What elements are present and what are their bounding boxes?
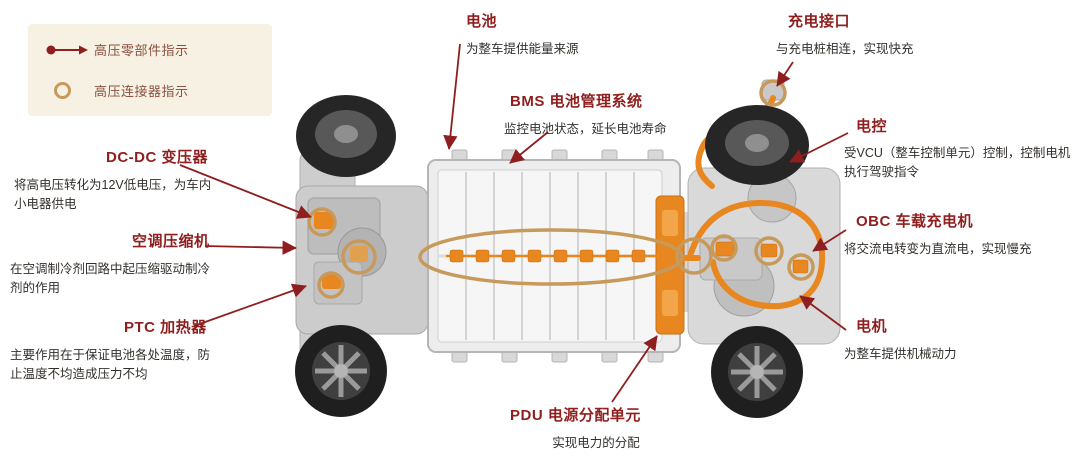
connector-ring [787, 253, 815, 281]
label-motor-title: 电机 [856, 318, 888, 335]
legend-label: 高压连接器指示 [94, 84, 189, 99]
hv-connector-rings [307, 79, 815, 299]
arrow-battery [443, 43, 461, 150]
label-obc-title: OBC 车载充电机 [856, 213, 974, 230]
legend-box: 高压零部件指示 高压连接器指示 [28, 24, 272, 116]
label-ac-compressor-title: 空调压缩机 [132, 233, 210, 250]
label-ac-compressor-desc: 在空调制冷剂回路中起压缩驱动制冷剂的作用 [10, 262, 211, 295]
connector-ring [317, 271, 345, 299]
front-drive-module [295, 185, 429, 335]
legend-item-hv-component: 高压零部件指示 [44, 40, 256, 59]
busbar-highlight-ellipse [418, 228, 684, 286]
arrow-ptc [193, 283, 307, 327]
label-battery-title: 电池 [466, 13, 498, 30]
label-obc: OBC 车载充电机 将交流电转变为直流电，实现慢充 [844, 210, 1074, 259]
label-ecu-title: 电控 [856, 118, 888, 135]
label-bms-desc: 监控电池状态，延长电池寿命 [504, 122, 667, 136]
label-pdu: PDU 电源分配单元 实现电力的分配 [510, 404, 682, 453]
label-ptc: PTC 加热器 主要作用在于保证电池各处温度，防止温度不均造成压力不均 [10, 316, 216, 384]
connector-ring-charge-port [759, 79, 787, 107]
label-battery-desc: 为整车提供能量来源 [466, 42, 579, 56]
label-bms: BMS 电池管理系统 监控电池状态，延长电池寿命 [504, 90, 667, 139]
arrow-ac-compressor [204, 240, 297, 255]
arrow-obc [812, 229, 847, 252]
connector-ring [675, 237, 713, 275]
arrow-charge-port [776, 61, 794, 87]
arrow-pdu [611, 335, 658, 403]
connector-ring [341, 239, 377, 275]
label-obc-desc: 将交流电转变为直流电，实现慢充 [844, 242, 1032, 256]
label-motor-desc: 为整车提供机械动力 [844, 347, 957, 361]
arrow-motor [799, 295, 847, 331]
label-charge-port-desc: 与充电桩相连，实现快充 [776, 42, 914, 56]
label-charge-port: 充电接口 与充电桩相连，实现快充 [776, 10, 914, 59]
wheel-front-top [296, 95, 396, 177]
connector-ring [754, 236, 784, 266]
label-battery: 电池 为整车提供能量来源 [466, 10, 579, 59]
label-ecu: 电控 受VCU（整车控制单元）控制，控制电机执行驾驶指令 [844, 115, 1072, 182]
label-ecu-desc: 受VCU（整车控制单元）控制，控制电机执行驾驶指令 [844, 146, 1071, 179]
label-ac-compressor: 空调压缩机 在空调制冷剂回路中起压缩驱动制冷剂的作用 [10, 230, 216, 298]
connector-ring [307, 207, 337, 237]
wheel-rear-bottom [711, 326, 803, 418]
arrow-dcdc [179, 164, 312, 219]
wheel-rear-top [705, 105, 809, 185]
pointer-arrows [179, 43, 849, 403]
label-dcdc: DC-DC 变压器 将高电压转化为12V低电压，为车内小电器供电 [14, 146, 218, 214]
legend-label: 高压零部件指示 [94, 43, 189, 58]
label-motor: 电机 为整车提供机械动力 [844, 315, 1064, 364]
legend-item-hv-connector: 高压连接器指示 [44, 81, 256, 100]
hv-connector-circle-icon [54, 82, 71, 99]
label-pdu-title: PDU 电源分配单元 [510, 407, 641, 424]
battery-busbar-connectors [446, 249, 658, 263]
pdu-unit [655, 195, 685, 335]
connector-ring [710, 234, 738, 262]
label-pdu-desc: 实现电力的分配 [552, 436, 640, 450]
arrow-ecu [789, 132, 849, 163]
label-ptc-title: PTC 加热器 [124, 319, 207, 336]
label-charge-port-title: 充电接口 [788, 13, 851, 30]
label-ptc-desc: 主要作用在于保证电池各处温度，防止温度不均造成压力不均 [10, 348, 211, 381]
label-dcdc-title: DC-DC 变压器 [106, 149, 208, 166]
label-dcdc-desc: 将高电压转化为12V低电压，为车内小电器供电 [14, 178, 212, 211]
hv-component-arrow-icon [44, 43, 94, 57]
wheel-front-bottom [295, 325, 387, 417]
label-bms-title: BMS 电池管理系统 [510, 93, 643, 110]
arrow-bms [509, 131, 549, 164]
